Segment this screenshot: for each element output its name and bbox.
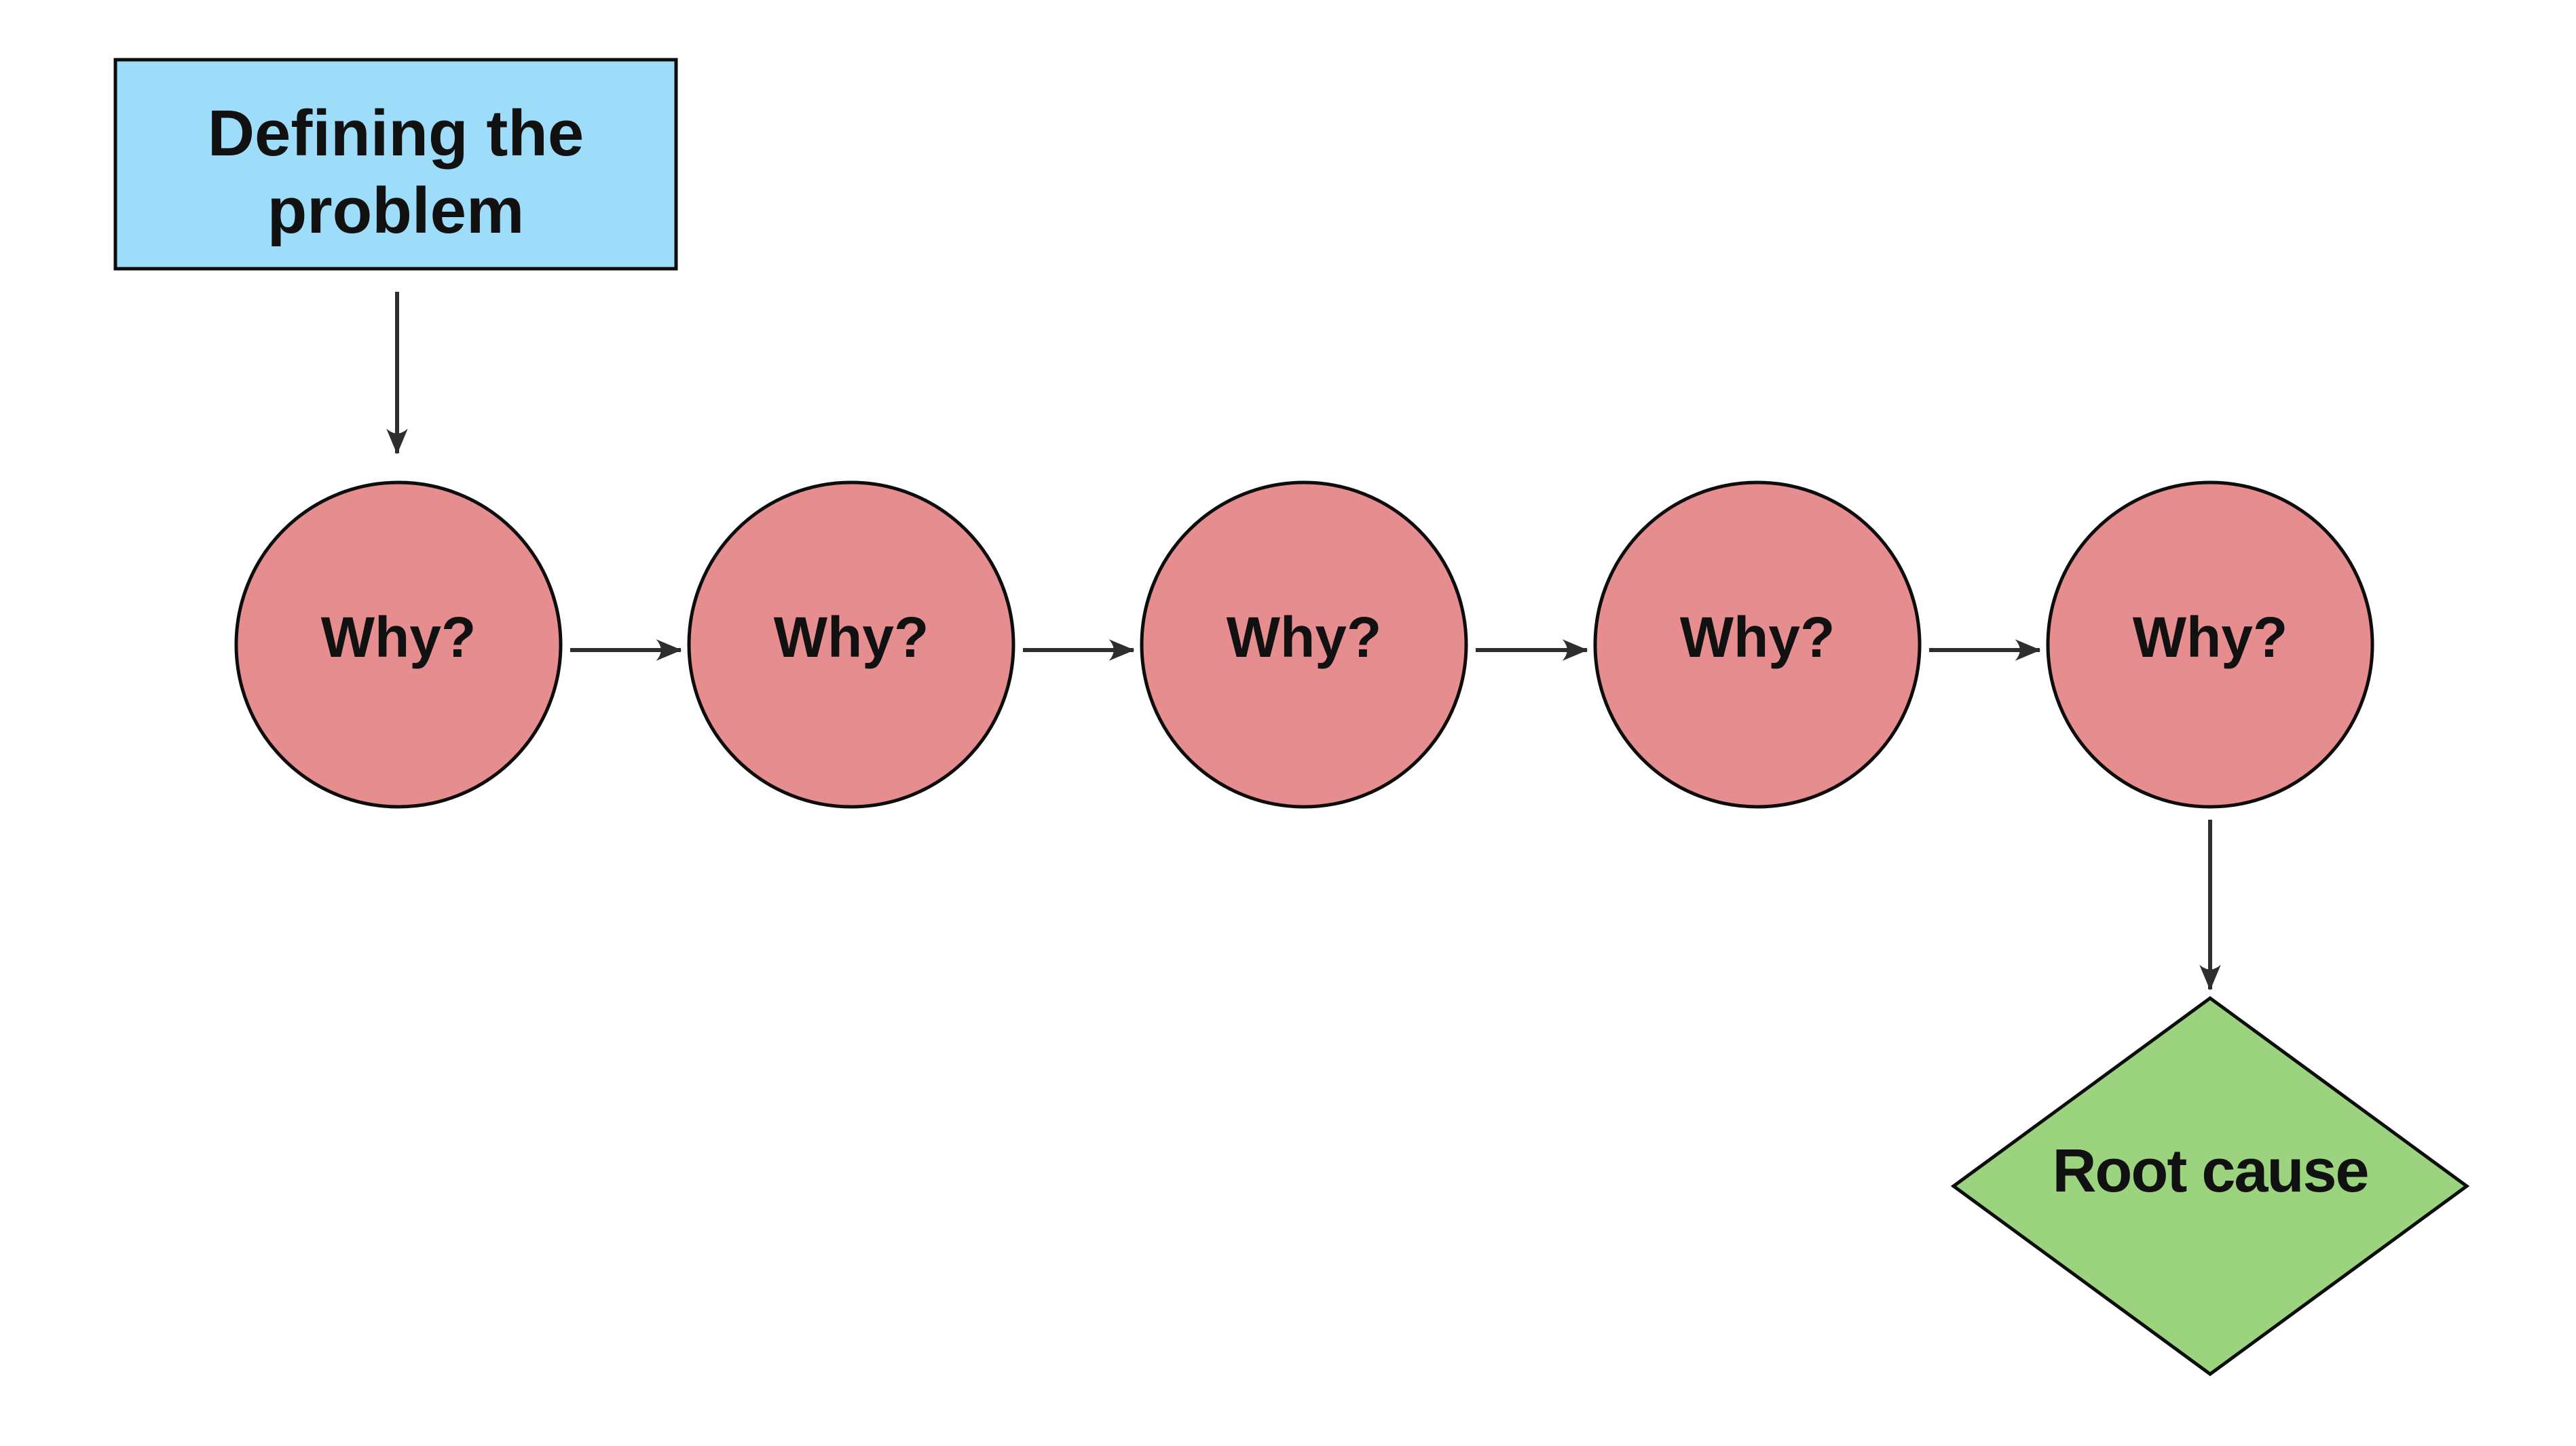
why-node-4-label: Why? (1680, 605, 1835, 669)
problem-node-label-line2: problem (267, 174, 525, 247)
problem-node: Defining the problem (113, 58, 678, 271)
root-cause-node-label: Root cause (2052, 1137, 2368, 1205)
why-node-4-shape (1593, 480, 1922, 809)
root-cause-node-shape (1950, 995, 2470, 1377)
problem-node-label-line1: Defining the (208, 97, 584, 170)
why-node-2-label: Why? (774, 605, 929, 669)
why-node-1-shape (234, 480, 563, 809)
why-node-3-shape (1140, 480, 1468, 809)
why-node-3: Why? (1140, 480, 1468, 809)
problem-node-shape (113, 58, 678, 271)
why-node-1-label: Why? (321, 605, 477, 669)
why-node-5: Why? (2046, 480, 2374, 809)
why-node-2-shape (687, 480, 1015, 809)
why-node-5-label: Why? (2133, 605, 2288, 669)
why-node-4: Why? (1593, 480, 1922, 809)
why-node-3-label: Why? (1227, 605, 1382, 669)
why-node-2: Why? (687, 480, 1015, 809)
why-node-1: Why? (234, 480, 563, 809)
root-cause-node: Root cause (1950, 995, 2470, 1377)
why-node-5-shape (2046, 480, 2374, 809)
